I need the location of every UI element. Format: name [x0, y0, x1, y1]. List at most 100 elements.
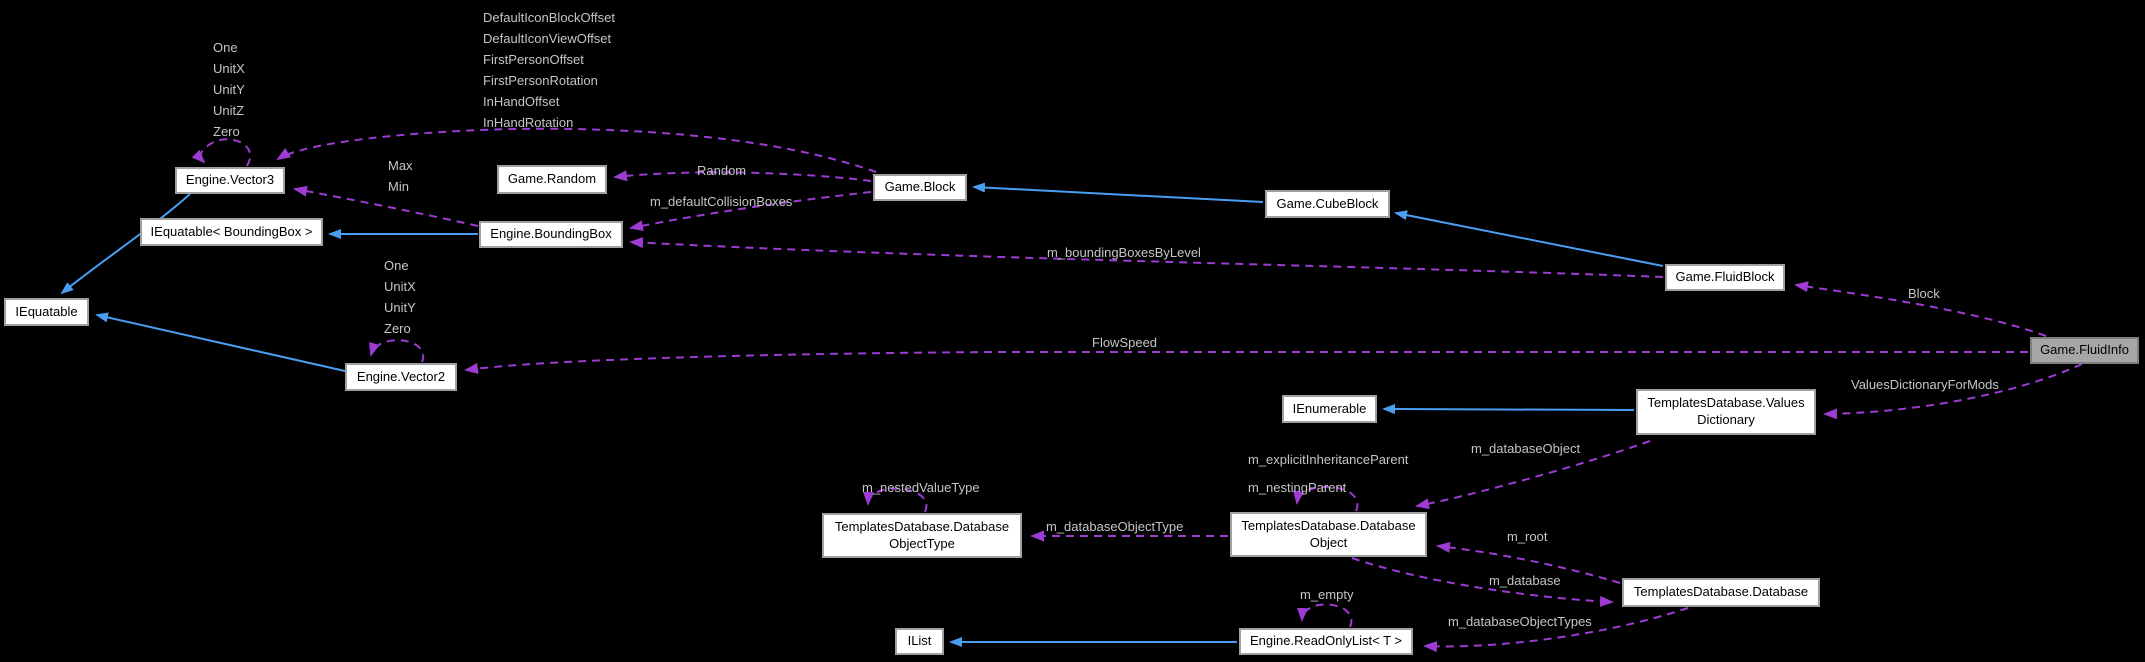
edge-label-line: DefaultIconBlockOffset — [483, 10, 615, 25]
edge-label-line: One — [384, 258, 409, 273]
edge-label-line: DefaultIconViewOffset — [483, 31, 612, 46]
usage-databaseobject-to-database — [1351, 557, 1614, 607]
node-label: TemplatesDatabase.Values — [1647, 395, 1805, 411]
inherit-cubeblock-to-block — [972, 182, 1264, 203]
node-cubeblock[interactable]: Game.CubeBlock — [1265, 190, 1390, 218]
node-database[interactable]: TemplatesDatabase.Database — [1622, 578, 1820, 607]
node-label: TemplatesDatabase.Database — [834, 518, 1010, 534]
node-fluidinfo: Game.FluidInfo — [2030, 337, 2139, 364]
node-vector2[interactable]: Engine.Vector2 — [345, 363, 457, 391]
node-readonlylist[interactable]: Engine.ReadOnlyList< T > — [1239, 628, 1413, 655]
edge-label-line: m_root — [1507, 529, 1548, 544]
usage-fluidinfo-to-vector2-flowspeed — [464, 351, 2028, 374]
edge-label-line: Min — [388, 179, 409, 194]
edge-label-line: m_nestedValueType — [862, 480, 980, 495]
usage-fluidinfo-to-fluidblock-block — [1794, 281, 2047, 337]
node-vector3[interactable]: Engine.Vector3 — [175, 167, 285, 194]
node-label: Game.CubeBlock — [1276, 195, 1379, 211]
edge-label-line: m_empty — [1300, 587, 1354, 602]
edge-label-databaseobject-to-database-member: m_database — [1489, 570, 1561, 591]
node-block[interactable]: Game.Block — [873, 174, 967, 201]
inherit-fluidblock-to-cubeblock — [1394, 210, 1664, 267]
node-label: Game.Block — [884, 179, 956, 195]
node-random[interactable]: Game.Random — [497, 165, 607, 194]
edge-label-valuesdictionary-to-databaseobject-member: m_databaseObject — [1471, 438, 1580, 459]
node-label: Engine.Vector2 — [356, 368, 446, 384]
edge-label-block-to-random-member: Random — [697, 160, 746, 181]
edge-label-line: UnitY — [384, 300, 416, 315]
edge-label-line: UnitZ — [213, 103, 245, 118]
usage-fluidinfo-to-valuesdictionary — [1823, 363, 2083, 420]
edge-label-fluidinfo-to-valuesdictionary-member: ValuesDictionaryForMods — [1851, 374, 1999, 395]
node-label: Dictionary — [1697, 412, 1755, 427]
node-ienumerable[interactable]: IEnumerable — [1282, 395, 1377, 423]
node-label: IEnumerable — [1292, 400, 1367, 416]
usage-databaseobject-self-loop — [1293, 485, 1359, 512]
node-boundingbox[interactable]: Engine.BoundingBox — [479, 221, 623, 248]
edge-label-line: ValuesDictionaryForMods — [1851, 377, 1999, 392]
inherit-vector3-to-iequatable — [60, 193, 191, 295]
node-iequatable-boundingbox[interactable]: IEquatable< BoundingBox > — [140, 218, 323, 246]
node-fluidblock[interactable]: Game.FluidBlock — [1665, 264, 1785, 291]
edge-label-line: Zero — [384, 321, 411, 336]
node-label: Engine.ReadOnlyList< T > — [1249, 633, 1402, 649]
usage-databaseobjecttype-self-loop — [863, 487, 928, 513]
edge-label-line: Zero — [213, 124, 240, 139]
edge-label-line: InHandOffset — [483, 94, 560, 109]
edge-label-line: m_explicitInheritanceParent — [1248, 452, 1409, 467]
node-label: Object — [1309, 534, 1348, 550]
node-ilist[interactable]: IList — [895, 628, 944, 655]
node-label: IList — [907, 633, 932, 649]
edge-label-line: m_nestingParent — [1248, 480, 1347, 495]
edge-label-line: m_databaseObjectType — [1046, 519, 1184, 534]
edge-label-databaseobject-self-member-1: m_explicitInheritanceParent — [1248, 449, 1408, 470]
edge-label-line: InHandRotation — [483, 115, 574, 130]
edge-label-fluidinfo-to-vector2-member: FlowSpeed — [1092, 332, 1157, 353]
usage-boundingbox-to-vector3-max-min — [293, 185, 479, 227]
edge-label-line: FlowSpeed — [1092, 335, 1158, 350]
edge-label-fluidblock-to-boundingbox-member: m_boundingBoxesByLevel — [1047, 242, 1201, 263]
edge-label-line: m_databaseObject — [1471, 441, 1581, 456]
edge-label-line: m_boundingBoxesByLevel — [1047, 245, 1201, 260]
usage-vector3-self-loop — [191, 138, 251, 167]
node-label: TemplatesDatabase.Database — [1241, 517, 1416, 533]
usage-vector2-self-loop — [369, 339, 425, 363]
node-label: TemplatesDatabase.Database — [1633, 584, 1809, 600]
edge-label-databaseobject-self-member-2: m_nestingParent — [1248, 477, 1346, 498]
usage-valuesdictionary-to-databaseobject — [1415, 440, 1651, 510]
edge-label-line: Max — [388, 158, 413, 173]
usage-readonlylist-self-loop — [1297, 603, 1353, 628]
edge-label-database-to-databaseobject-member: m_root — [1507, 526, 1547, 547]
edge-label-line: UnitY — [213, 82, 245, 97]
edge-label-line: m_defaultCollisionBoxes — [650, 194, 793, 209]
edge-label-line: One — [213, 40, 238, 55]
edge-label-line: Block — [1908, 286, 1940, 301]
edge-label-line: UnitX — [384, 279, 416, 294]
inherit-vector2-to-iequatable — [95, 312, 346, 372]
edge-label-databaseobject-to-databaseobjecttype-member: m_databaseObjectType — [1046, 516, 1183, 537]
node-label: Engine.BoundingBox — [490, 226, 612, 242]
edge-label-line: Random — [697, 163, 747, 178]
node-label: Engine.Vector3 — [185, 172, 275, 188]
node-iequatable[interactable]: IEquatable — [4, 298, 89, 326]
edge-label-line: m_database — [1489, 573, 1561, 588]
usage-block-to-random — [613, 170, 872, 182]
edge-label-block-to-boundingbox-member: m_defaultCollisionBoxes — [650, 191, 792, 212]
edge-label-databaseobjecttype-self-member: m_nestedValueType — [862, 477, 980, 498]
node-label: Game.FluidBlock — [1675, 269, 1775, 285]
edge-label-readonlylist-self-member: m_empty — [1300, 584, 1353, 605]
edge-label-fluidinfo-to-fluidblock-member: Block — [1908, 283, 1940, 304]
usage-database-to-readonlylist — [1423, 607, 1689, 653]
node-label: Game.Random — [507, 171, 597, 187]
node-label: IEquatable< BoundingBox > — [150, 223, 313, 239]
node-label: Game.FluidInfo — [2040, 342, 2129, 358]
edge-label-line: UnitX — [213, 61, 245, 76]
edge-label-line: FirstPersonRotation — [483, 73, 598, 88]
